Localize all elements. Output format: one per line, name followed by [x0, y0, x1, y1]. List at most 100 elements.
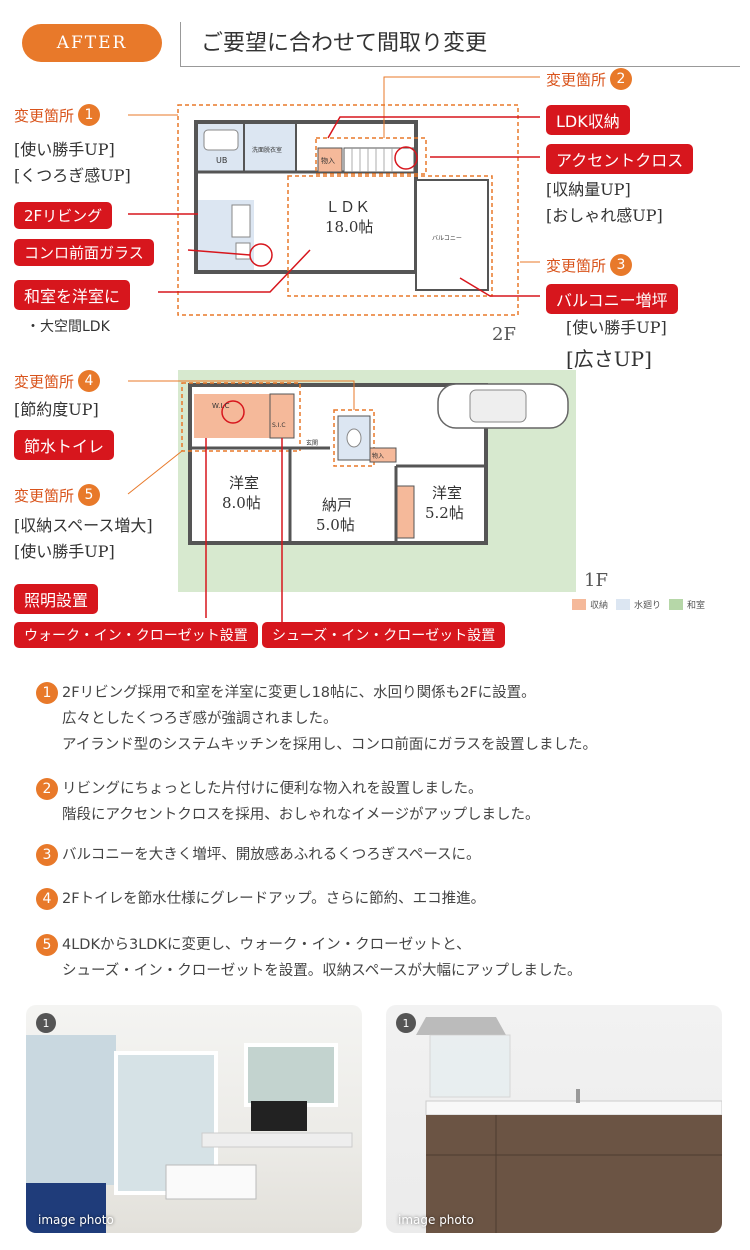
floor-legend: 収納 水廻り 和室	[572, 598, 713, 611]
description-3: 3 バルコニーを大きく増坪、開放感あふれるくつろぎスペースに。	[36, 842, 736, 868]
description-2-number: 2	[36, 778, 58, 800]
2f-storage-room	[317, 147, 343, 173]
legend-water-label: 水廻り	[634, 601, 662, 611]
room-1-name: 洋室	[229, 474, 259, 492]
change-1-merit-2: [くつろぎ感UP]	[14, 166, 131, 185]
change-1-number: 1	[78, 104, 101, 126]
balcony-label: バルコニー	[432, 235, 462, 242]
lighting-marker	[221, 400, 245, 424]
change-5-merit-2: [使い勝手UP]	[14, 542, 115, 561]
legend-storage: 収納	[572, 598, 608, 611]
legend-storage-label: 収納	[590, 601, 609, 611]
change-area-3	[287, 175, 493, 297]
header-divider	[180, 66, 740, 67]
kitchen-illustration	[416, 1017, 722, 1233]
living-room-illustration	[26, 1035, 353, 1233]
accent-cross-marker	[394, 146, 418, 170]
tag-accent-cross: アクセントクロス	[546, 144, 694, 174]
change-2-merit-1: [収納量UP]	[546, 180, 631, 199]
tag-lighting: 照明設置	[14, 584, 99, 614]
toilet-bowl	[346, 428, 362, 448]
page-title: ご要望に合わせて間取り変更	[180, 22, 740, 66]
room-3-name: 洋室	[432, 484, 462, 502]
note-big-ldk: ・大空間LDK	[26, 319, 110, 335]
description-3-number: 3	[36, 844, 58, 866]
tag-shoes-in-closet: シューズ・イン・クローゼット設置	[262, 622, 506, 648]
description-5: 5 4LDKから3LDKに変更し、ウォーク・イン・クローゼットと、 シューズ・イ…	[36, 932, 736, 984]
tag-water-saving-toilet: 節水トイレ	[14, 430, 115, 460]
2f-storage-label: 物入	[321, 156, 335, 165]
1f-storage-label: 物入	[372, 452, 384, 460]
description-1-line-1: 2Fリビング採用で和室を洋室に変更し18帖に、水回り関係も2Fに設置。	[62, 685, 536, 701]
description-2: 2 リビングにちょっとした片付けに便利な物入れを設置しました。 階段にアクセント…	[36, 776, 736, 828]
room-2-name: 納戸	[322, 496, 352, 514]
ldk-size: 18.0帖	[325, 218, 373, 236]
ldk-label: ＬＤＫ	[325, 198, 370, 216]
change-1-text: 変更箇所	[14, 106, 75, 125]
change-4-text: 変更箇所	[14, 372, 75, 391]
sic-area	[269, 393, 295, 439]
kitchen-sink	[235, 242, 251, 260]
description-1-line-2: 広々としたくつろぎ感が強調されました。	[62, 711, 338, 727]
living-room-photo: 1 image photo	[26, 1005, 362, 1233]
entrance-label: 玄関	[306, 439, 318, 447]
room-1-size: 8.0帖	[222, 494, 261, 512]
legend-water: 水廻り	[616, 598, 661, 611]
photo-2-number: 1	[396, 1013, 416, 1033]
photo-1-number: 1	[36, 1013, 56, 1033]
change-5-number: 5	[78, 484, 101, 506]
description-4-line-1: 2Fトイレを節水仕様にグレードアップ。さらに節約、エコ推進。	[62, 891, 486, 907]
floor-1f-label: 1F	[584, 570, 608, 591]
description-5-line-1: 4LDKから3LDKに変更し、ウォーク・イン・クローゼットと、	[62, 937, 471, 953]
tag-balcony-expand: バルコニー増坪	[546, 284, 678, 314]
description-1: 1 2Fリビング採用で和室を洋室に変更し18帖に、水回り関係も2Fに設置。 広々…	[36, 680, 736, 758]
description-1-number: 1	[36, 682, 58, 704]
description-2-line-2: 階段にアクセントクロスを採用、おしゃれなイメージがアップしました。	[62, 807, 540, 823]
tag-walk-in-closet: ウォーク・イン・クローゼット設置	[14, 622, 258, 648]
description-3-line-1: バルコニーを大きく増坪、開放感あふれるくつろぎスペースに。	[62, 847, 481, 863]
tag-stove-glass: コンロ前面ガラス	[14, 239, 154, 266]
after-badge: AFTER	[22, 24, 162, 62]
change-area-1	[177, 104, 519, 316]
wash-room-label: 洗面脱衣室	[252, 146, 282, 154]
legend-washitsu-label: 和室	[687, 601, 706, 611]
1f-storage	[369, 447, 397, 463]
floor-plan-2f: ＬＤＫ 18.0帖 UB 洗面脱衣室 物入 バルコニー	[177, 104, 519, 316]
description-2-line-1: リビングにちょっとした片付けに便利な物入れを設置しました。	[62, 781, 483, 797]
description-1-line-3: アイランド型のシステムキッチンを採用し、コンロ前面にガラスを設置しました。	[62, 737, 598, 753]
change-area-2	[315, 137, 427, 175]
ub-label: UB	[216, 156, 227, 165]
sic-label: S.I.C	[272, 422, 286, 429]
change-5-merit-1: [収納スペース増大]	[14, 516, 153, 535]
change-3-text: 変更箇所	[546, 256, 607, 275]
change-4-number: 4	[78, 370, 101, 392]
photo-2-caption: image photo	[398, 1213, 474, 1227]
floor-plan-1f: W.I.C S.I.C 玄関 物入 洋室 8.0帖 納戸 5.0帖 洋室 5.2…	[178, 370, 576, 592]
car-icon	[437, 383, 569, 429]
wic-label: W.I.C	[212, 402, 230, 410]
tag-ldk-storage: LDK収納	[546, 105, 630, 135]
floor-2f-label: 2F	[492, 324, 516, 345]
change-area-5	[181, 382, 301, 452]
kitchen-photo: 1 image photo	[386, 1005, 722, 1233]
description-5-number: 5	[36, 934, 58, 956]
change-2-merit-2: [おしゃれ感UP]	[546, 206, 663, 225]
tag-arrows	[128, 116, 540, 622]
description-4-number: 4	[36, 888, 58, 910]
description-5-line-2: シューズ・イン・クローゼットを設置。収納スペースが大幅にアップしました。	[62, 963, 582, 979]
tag-2f-living: 2Fリビング	[14, 202, 113, 229]
tag-washitsu-to-yoshitsu: 和室を洋室に	[14, 280, 131, 310]
floor-plan-diagram: ＬＤＫ 18.0帖 UB 洗面脱衣室 物入 バルコニー 2F W.I.C S.I…	[127, 76, 608, 622]
change-area-4	[333, 409, 375, 467]
kitchen-island	[231, 204, 251, 238]
change-3-merit-2: [広さUP]	[566, 347, 652, 371]
legend-washitsu: 和室	[669, 598, 705, 611]
closet	[395, 485, 415, 539]
description-4: 4 2Fトイレを節水仕様にグレードアップ。さらに節約、エコ推進。	[36, 886, 736, 912]
room-2-size: 5.0帖	[316, 516, 355, 534]
